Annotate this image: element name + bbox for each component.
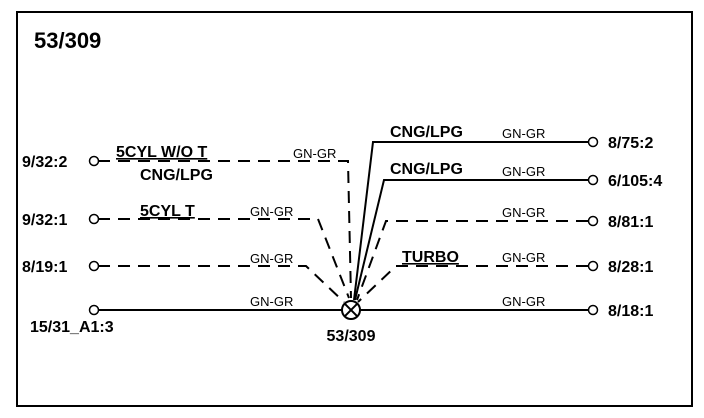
splice-icon: [341, 300, 361, 320]
pin-label-right-4: 8/28:1: [608, 259, 653, 276]
wire-color-right-1: GN-GR: [502, 126, 545, 141]
wire-right-2: [354, 179, 588, 301]
wire-left-2: [98, 218, 350, 299]
wire-color-left-4: GN-GR: [250, 294, 293, 309]
pin-left-4: [88, 304, 100, 316]
pin-left-2: [88, 213, 100, 225]
wire-right-3: [356, 220, 588, 301]
wire-color-left-2: GN-GR: [250, 204, 293, 219]
pin-left-3: [88, 260, 100, 272]
desc-left-2: 5CYL T: [140, 203, 195, 220]
pin-label-right-3: 8/81:1: [608, 214, 653, 231]
pin-label-left-2: 9/32:1: [22, 212, 67, 229]
desc-right-2: CNG/LPG: [390, 161, 463, 178]
pin-label-right-1: 8/75:2: [608, 135, 653, 152]
pin-right-3: [587, 215, 599, 227]
pin-right-1: [587, 136, 599, 148]
pin-label-left-3: 8/19:1: [22, 259, 67, 276]
pin-left-1: [88, 155, 100, 167]
wire-color-right-2: GN-GR: [502, 164, 545, 179]
desc-right-1: CNG/LPG: [390, 124, 463, 141]
pin-right-5: [587, 304, 599, 316]
pin-right-4: [587, 260, 599, 272]
pin-label-right-5: 8/18:1: [608, 303, 653, 320]
wire-color-right-5: GN-GR: [502, 294, 545, 309]
wire-color-right-4: GN-GR: [502, 250, 545, 265]
splice-label: 53/309: [327, 328, 376, 345]
wire-left-3: [98, 265, 345, 303]
pin-right-2: [587, 174, 599, 186]
pin-label-left-4: 15/31_A1:3: [30, 319, 114, 336]
diagram-title: 53/309: [34, 28, 101, 53]
diagram-frame: [16, 11, 693, 407]
wire-color-right-3: GN-GR: [502, 205, 545, 220]
desc-right-4: TURBO: [402, 249, 459, 266]
wire-right-1: [353, 141, 588, 301]
wire-left-1: [98, 160, 352, 299]
wire-color-left-1: GN-GR: [293, 146, 336, 161]
desc-left-1-line2: CNG/LPG: [140, 167, 213, 184]
pin-label-left-1: 9/32:2: [22, 154, 67, 171]
wire-color-left-3: GN-GR: [250, 251, 293, 266]
wire-right-4: [357, 265, 588, 303]
desc-left-1-line1: 5CYL W/O T: [116, 144, 207, 161]
pin-label-right-2: 6/105:4: [608, 173, 662, 190]
